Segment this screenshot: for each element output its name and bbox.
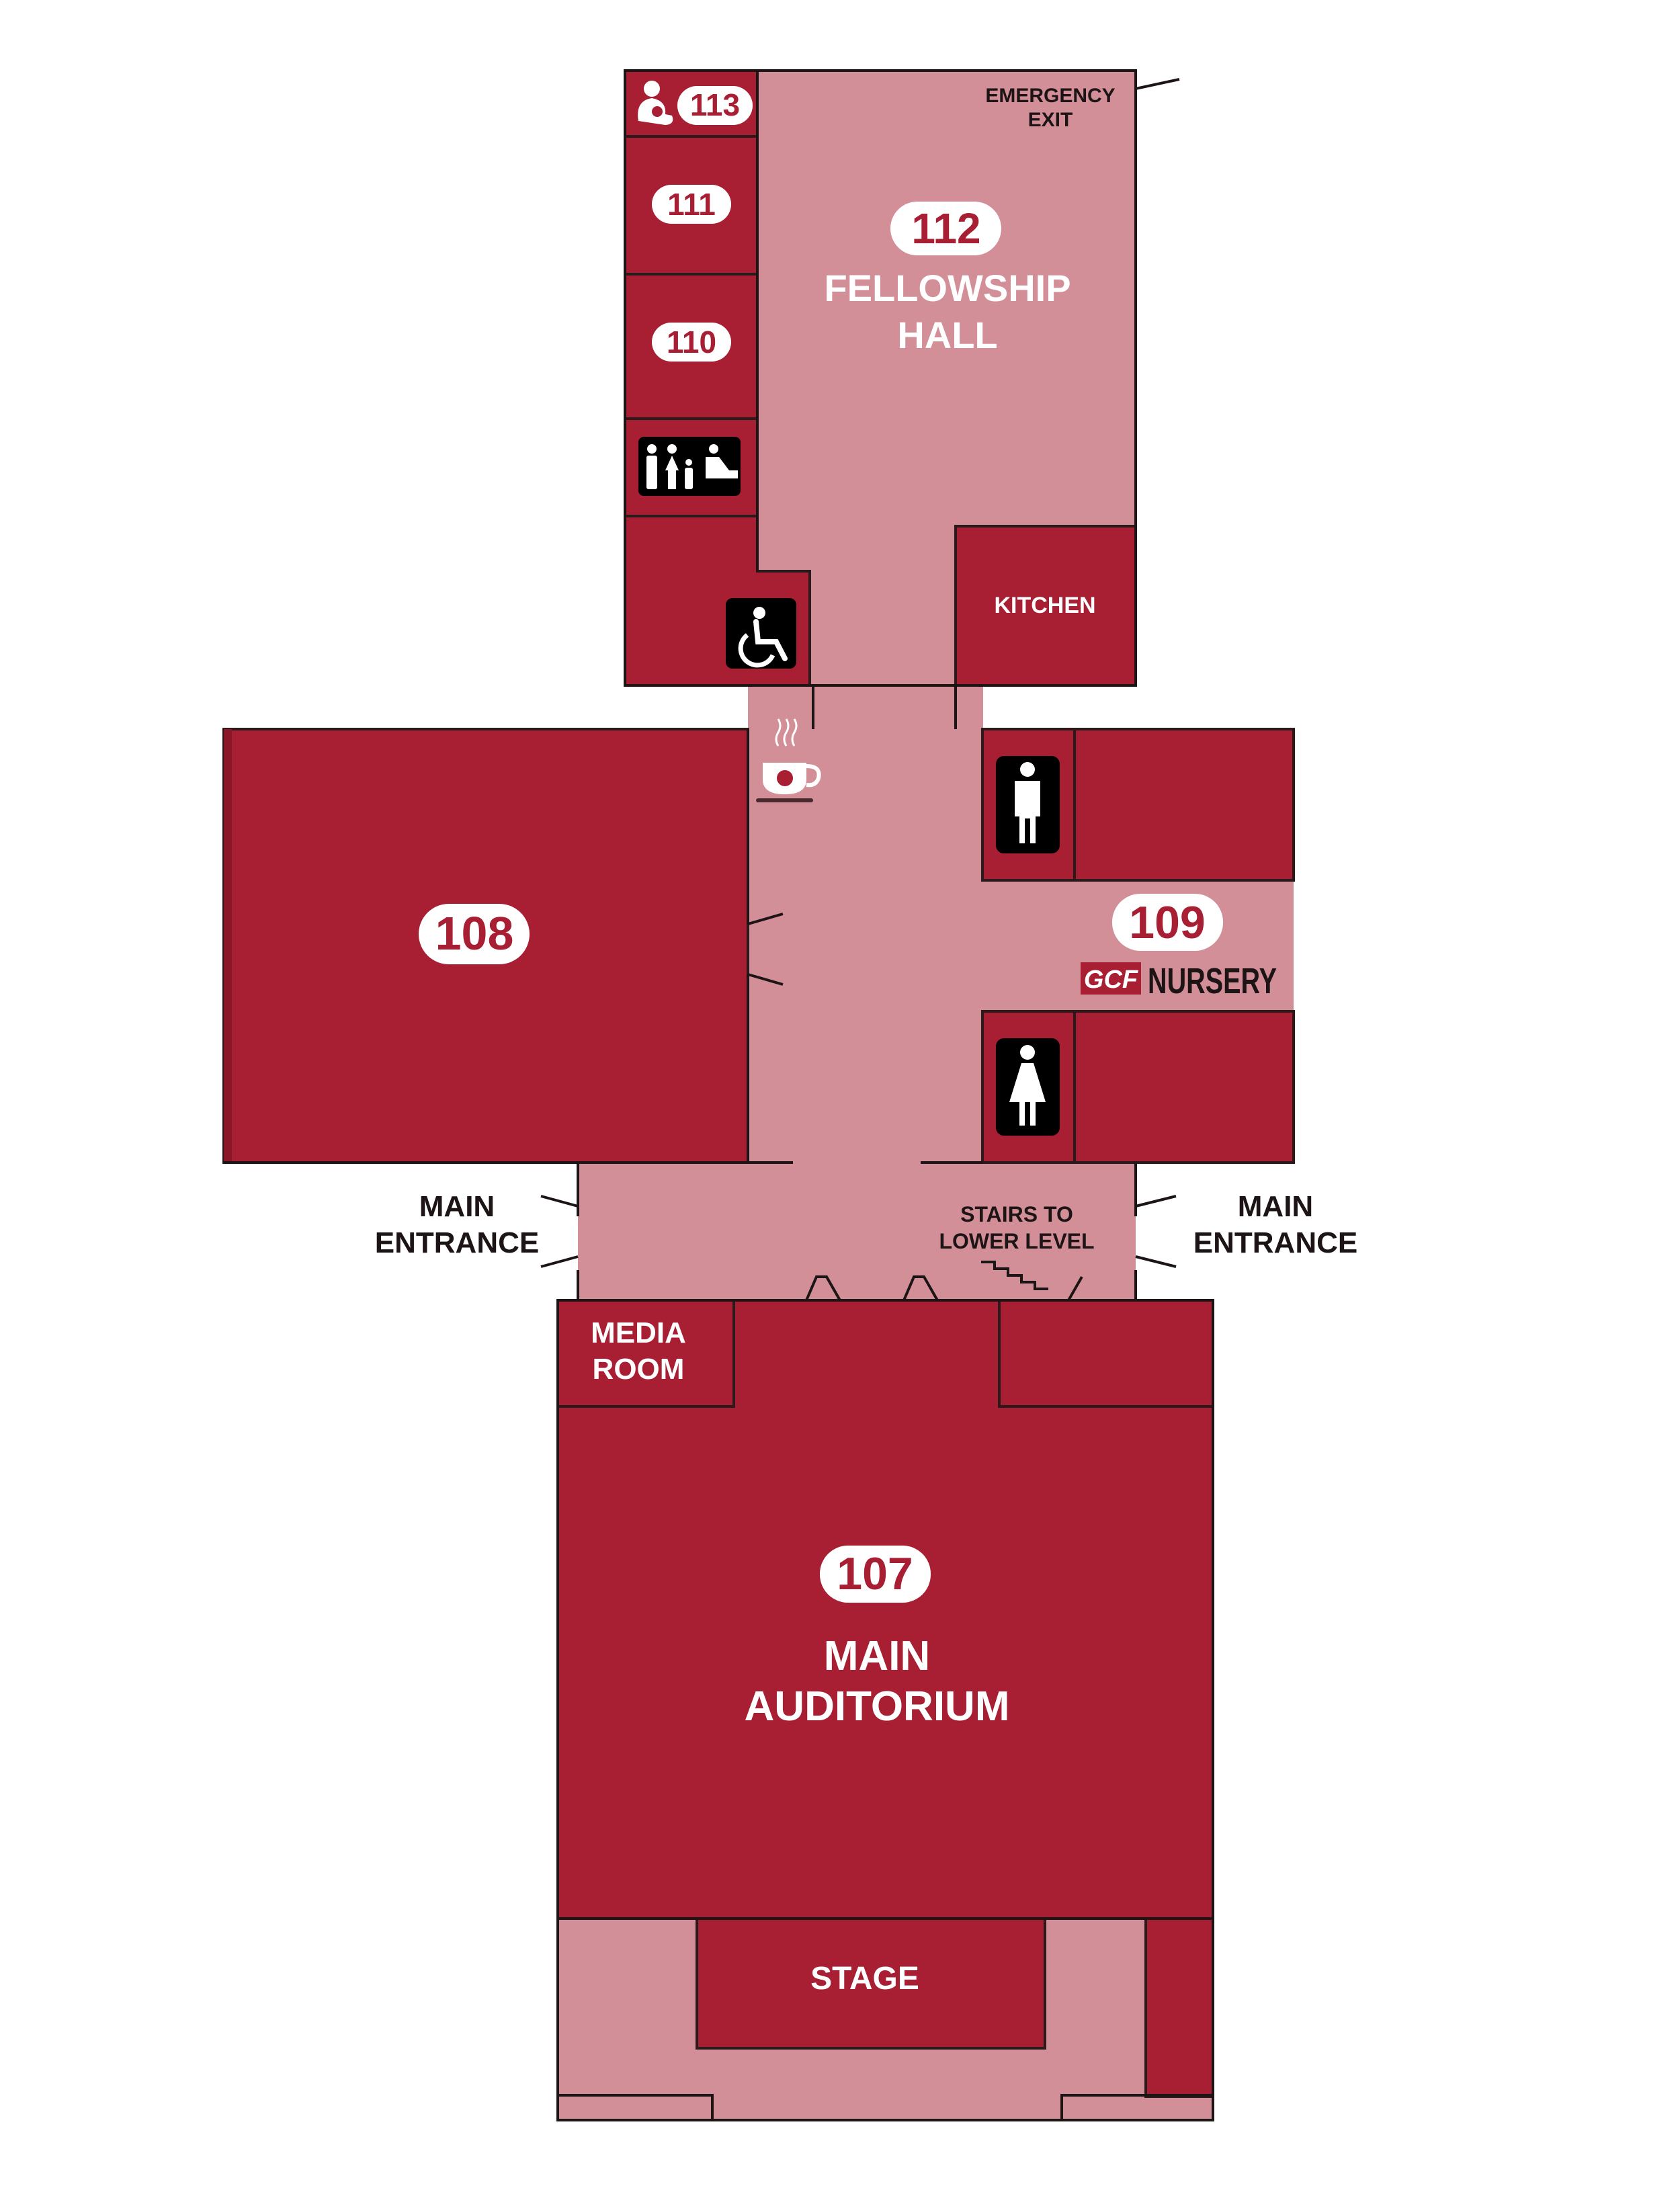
main-auditorium-line-1: MAIN (824, 1633, 930, 1679)
right-entrance-door-top (1135, 1195, 1177, 1208)
womens-restroom[interactable] (1073, 1010, 1295, 1164)
nursing-mother-icon (638, 81, 673, 125)
room-109-number: 109 (1129, 897, 1205, 948)
room-107-number: 107 (837, 1548, 913, 1599)
main-entrance-left-line-1: MAIN (419, 1190, 495, 1223)
stage[interactable] (696, 1917, 1046, 2050)
mens-restroom[interactable] (1073, 728, 1295, 882)
main-entrance-left-label: MAIN ENTRANCE (375, 1190, 539, 1259)
auditorium-side-room[interactable] (998, 1299, 1214, 1408)
room-112-number: 112 (911, 204, 980, 253)
stairs-label: STAIRS TO LOWER LEVEL (939, 1202, 1095, 1290)
room-107-label: 107 MAIN AUDITORIUM (745, 1546, 1010, 1730)
entrance-lobby (578, 1163, 1136, 1300)
fellowship-hall-name-2: HALL (897, 314, 997, 356)
auditorium-right-wing[interactable] (1144, 1917, 1214, 2098)
walls (222, 69, 1214, 2121)
room-108-label: 108 (419, 904, 530, 964)
room-113-number: 113 (690, 87, 740, 122)
doors (540, 78, 1180, 1301)
emergency-exit-line-2: EXIT (1028, 109, 1073, 131)
main-auditorium-line-2: AUDITORIUM (745, 1683, 1010, 1730)
media-room-label: MEDIA ROOM (591, 1316, 686, 1386)
main-entrance-right-line-1: MAIN (1238, 1190, 1313, 1223)
room-112-label: 112 FELLOWSHIP HALL (824, 202, 1071, 356)
emergency-exit-line-1: EMERGENCY (985, 85, 1115, 107)
kitchen-name: KITCHEN (994, 593, 1095, 618)
room-108-door-top (747, 913, 784, 925)
corridor-right-fill (954, 685, 983, 746)
right-entrance-door-bottom (1135, 1255, 1177, 1268)
nursery-brand-word: NURSERY (1148, 961, 1277, 1001)
left-entrance-door-bottom (540, 1255, 579, 1268)
room-110-label: 110 (652, 323, 731, 362)
room-113-label: 113 (638, 81, 753, 125)
kitchen[interactable] (954, 525, 1137, 687)
family-restroom-icon (638, 437, 741, 496)
emergency-exit-label: EMERGENCY EXIT (985, 85, 1115, 131)
fellowship-hall-area[interactable] (756, 71, 1136, 528)
room-108-door-bottom (747, 973, 784, 986)
central-corridor (748, 685, 983, 1166)
main-entrance-left-line-2: ENTRANCE (375, 1226, 539, 1259)
media-room-line-2: ROOM (593, 1353, 685, 1386)
women-restroom-icon (996, 1038, 1060, 1136)
stairs-icon (981, 1261, 1048, 1290)
left-entrance-door-top (540, 1195, 579, 1208)
room-110-number: 110 (667, 325, 716, 360)
fellowship-hall-name-1: FELLOWSHIP (824, 267, 1070, 309)
wheelchair-icon (726, 598, 796, 669)
men-restroom-icon (996, 756, 1060, 853)
emergency-exit-door (1135, 78, 1180, 90)
room-108-number: 108 (435, 907, 514, 960)
main-entrance-right-line-2: ENTRANCE (1193, 1226, 1357, 1259)
gcf-brand: GCF (1084, 966, 1139, 994)
room-111-label: 111 (652, 185, 731, 224)
stairs-line-2: LOWER LEVEL (939, 1229, 1094, 1253)
main-entrance-right-label: MAIN ENTRANCE (1193, 1190, 1357, 1259)
room-111-number: 111 (667, 187, 716, 222)
coffee-cup-icon (756, 718, 821, 802)
stage-name: STAGE (810, 1961, 919, 1996)
auditorium-door-3 (1067, 1276, 1083, 1301)
room-109-label: 109 GCF NURSERY (1081, 894, 1277, 1001)
auditorium-door-1 (805, 1275, 841, 1301)
media-room-line-1: MEDIA (591, 1316, 686, 1349)
stairs-line-1: STAIRS TO (960, 1202, 1073, 1226)
auditorium-door-2 (902, 1275, 939, 1301)
